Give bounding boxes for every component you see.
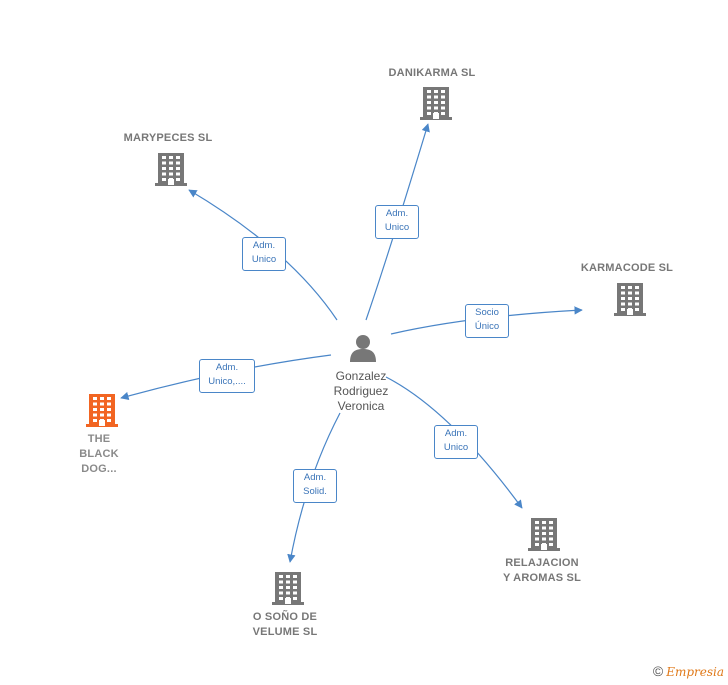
footer-brand[interactable]: ©Empresia (653, 663, 724, 679)
company-label: RELAJACION Y AROMAS SL (503, 557, 581, 584)
brand-logo: Empresia (666, 665, 724, 679)
relation-label[interactable]: Adm. Unico (434, 425, 478, 459)
relation-label[interactable]: Adm. Unico,.... (199, 359, 255, 393)
company-label: DANIKARMA SL (388, 67, 476, 79)
company-label: MARYPECES SL (123, 132, 213, 144)
relation-label[interactable]: Adm. Unico (375, 205, 419, 239)
company-label: KARMACODE SL (580, 262, 674, 274)
relation-label[interactable]: Socio Único (465, 304, 509, 338)
relation-label[interactable]: Adm. Solid. (293, 469, 337, 503)
company-label: O SOÑO DE VELUME SL (252, 611, 318, 638)
person-icon[interactable] (348, 333, 378, 368)
company-label: THE BLACK DOG... (79, 433, 119, 475)
building-icon (86, 393, 118, 432)
building-icon (420, 86, 452, 125)
building-icon (528, 517, 560, 556)
building-icon (155, 152, 187, 191)
building-icon (272, 571, 304, 610)
relation-label[interactable]: Adm. Unico (242, 237, 286, 271)
building-icon (614, 282, 646, 321)
copyright-symbol: © (652, 663, 664, 679)
center-person-label[interactable]: Gonzalez Rodriguez Veronica (333, 369, 389, 413)
